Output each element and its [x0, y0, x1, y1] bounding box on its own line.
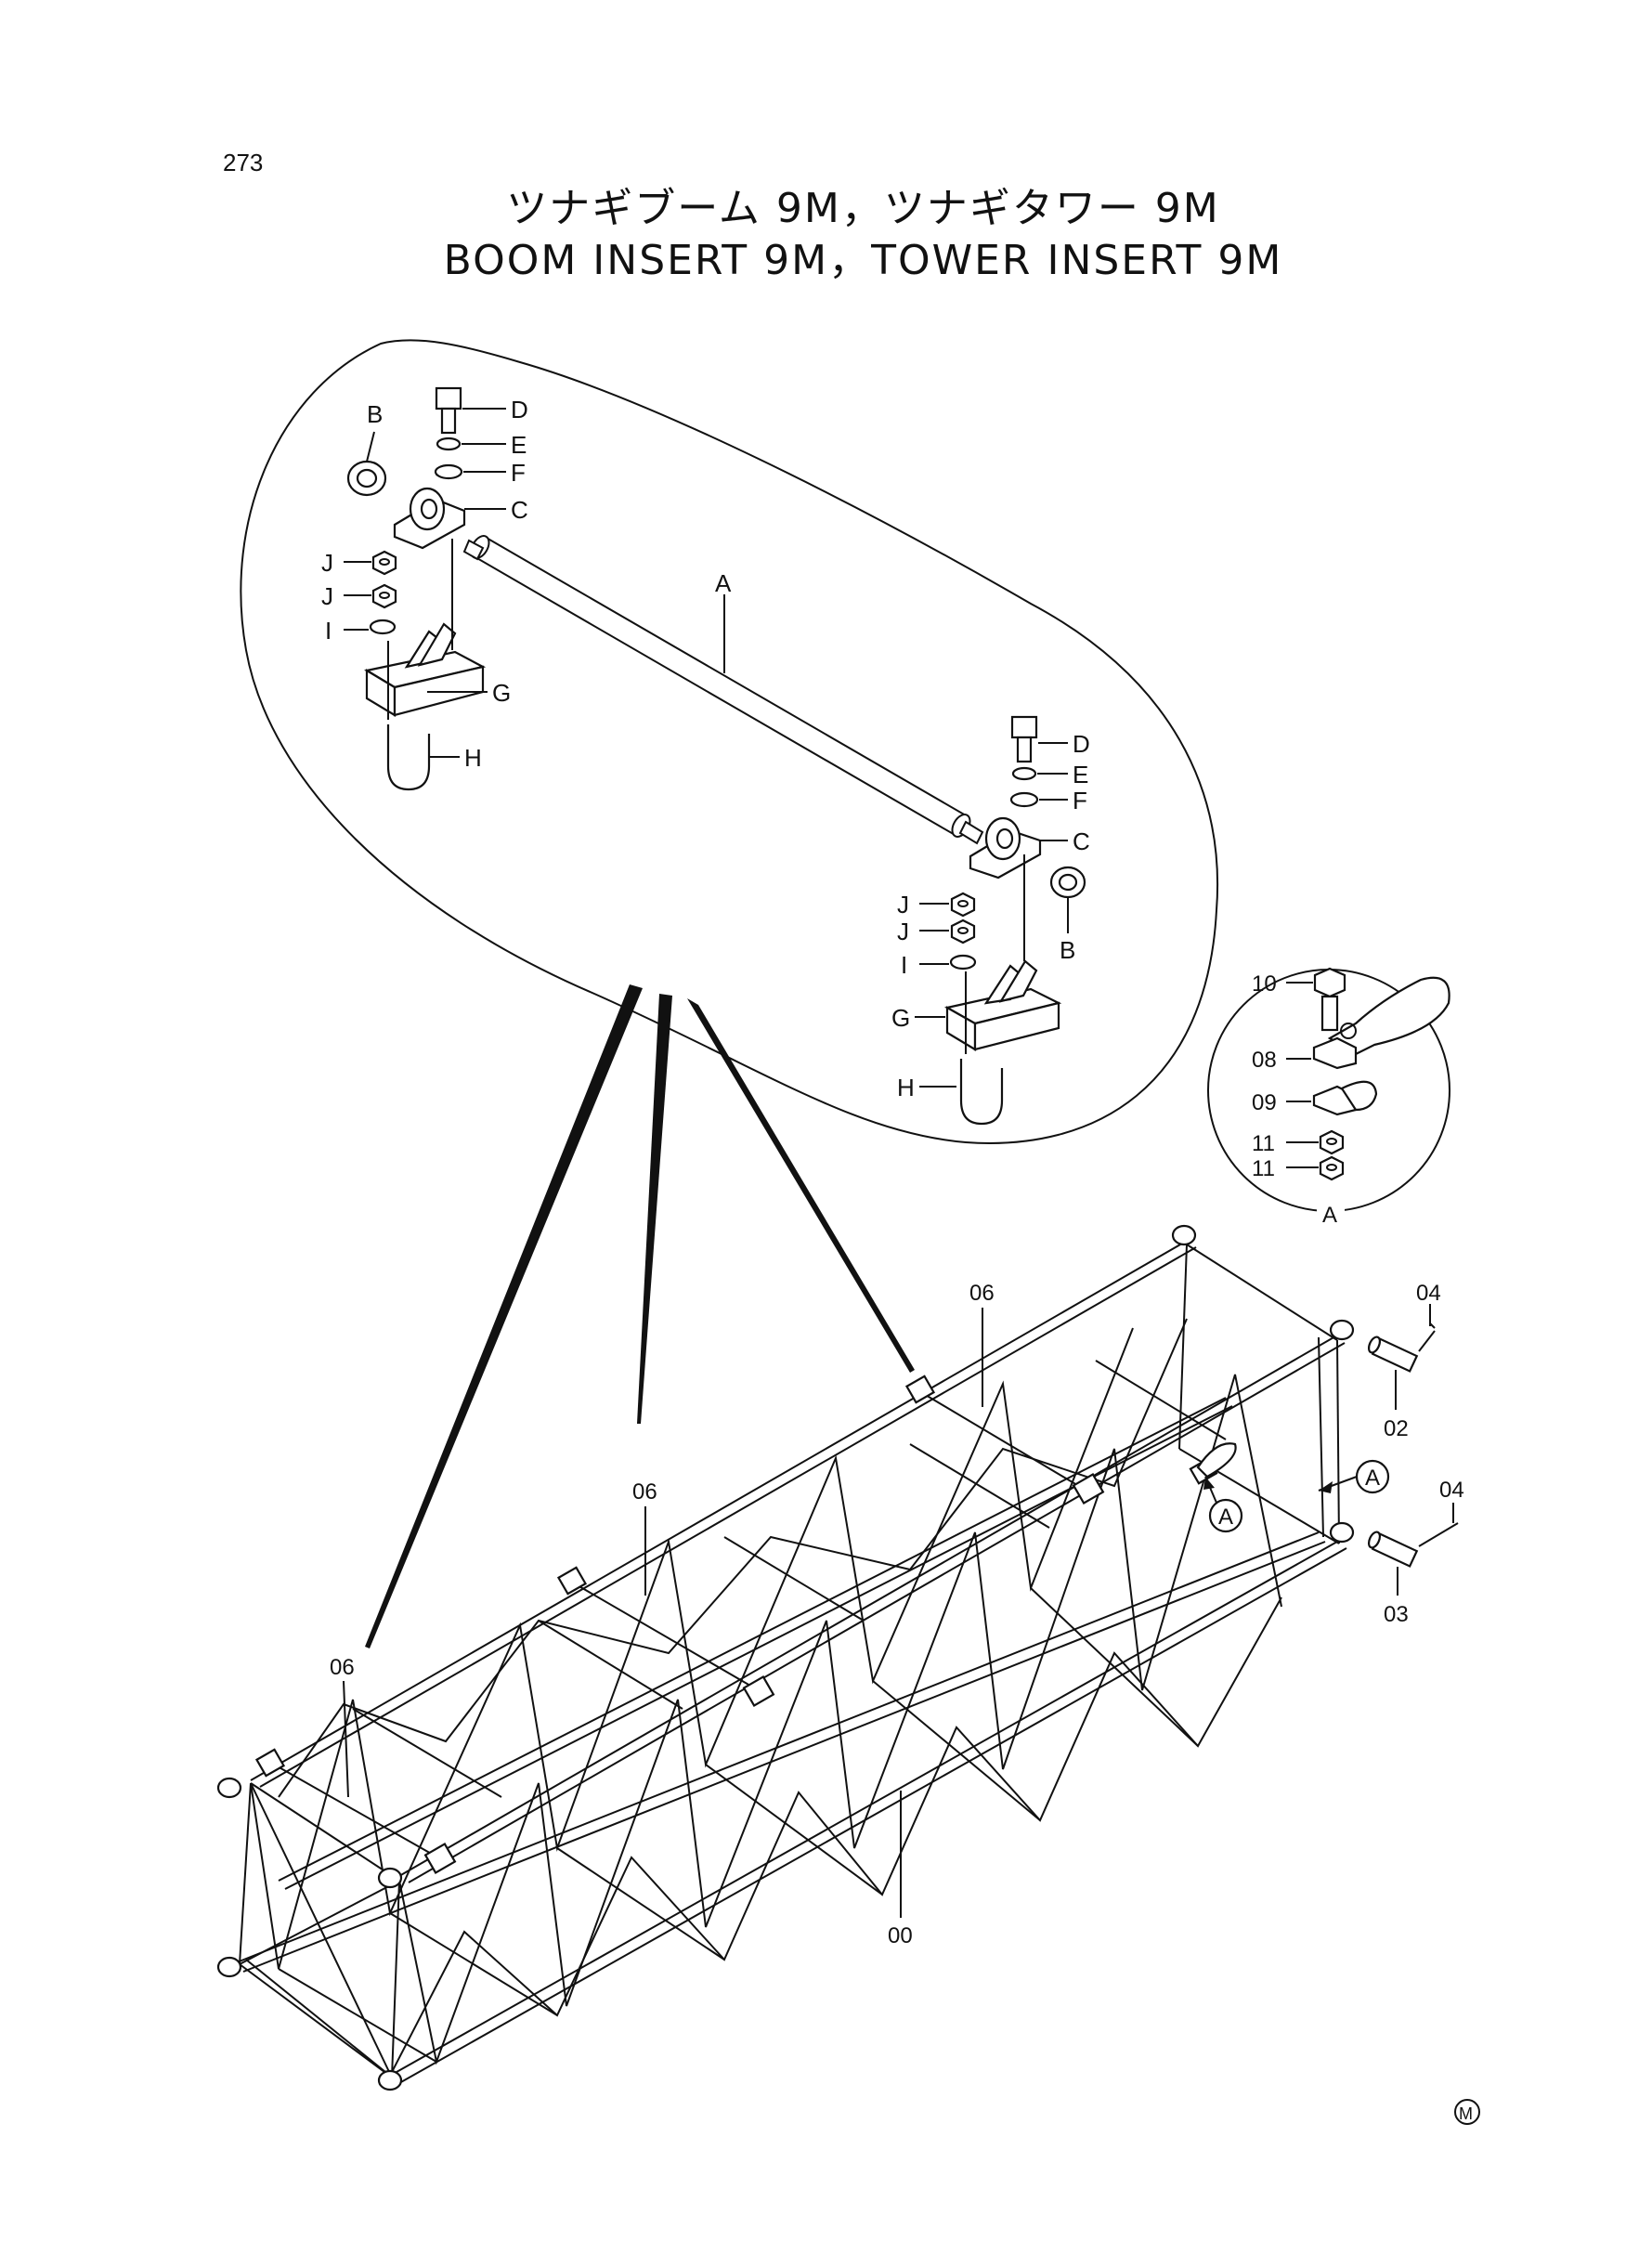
- bolt-icon: [1010, 715, 1038, 763]
- label-assembly-a: A: [715, 569, 732, 597]
- page-number: 273: [223, 149, 264, 176]
- label-right-g: G: [891, 1004, 910, 1032]
- label-circle-11b: 11: [1252, 1156, 1275, 1181]
- m-mark-label: M: [1459, 2104, 1473, 2123]
- label-circle-10: 10: [1252, 971, 1277, 997]
- leader-wedges: [365, 984, 915, 1648]
- clamp-icon: [1049, 866, 1086, 899]
- bolt-icon: [1313, 967, 1346, 1032]
- bearing-icon: [969, 816, 1042, 879]
- label-right-h: H: [897, 1074, 915, 1101]
- upper-detail: A D E F C: [240, 339, 1218, 1144]
- label-ref-a-2: A: [1218, 1505, 1233, 1530]
- bolt-icon: [435, 386, 462, 435]
- label-support-06-left: 06: [330, 1655, 355, 1680]
- detail-capsule-outline: [240, 339, 1218, 1144]
- bracket-icon: [364, 622, 487, 717]
- nut-icon: [1319, 1129, 1345, 1155]
- label-left-j1: J: [321, 549, 333, 577]
- label-support-06-right: 06: [969, 1281, 995, 1306]
- label-right-e: E: [1073, 761, 1088, 788]
- title-english: BOOM INSERT 9M，TOWER INSERT 9M: [443, 237, 1283, 284]
- label-left-i: I: [325, 617, 332, 645]
- lattice-fittings: [216, 1224, 1355, 2091]
- lock-washer-icon: [1011, 766, 1037, 781]
- shaft-a: [462, 535, 984, 845]
- label-left-d: D: [511, 396, 528, 423]
- label-right-j2: J: [897, 918, 909, 945]
- label-right-b: B: [1060, 936, 1075, 964]
- nut-icon: [371, 583, 397, 609]
- label-left-c: C: [511, 496, 528, 524]
- label-right-j1: J: [897, 891, 909, 919]
- label-left-f: F: [511, 459, 526, 487]
- lock-washer-icon: [436, 436, 462, 451]
- nut-icon: [371, 550, 397, 576]
- left-end-parts: D E F C B: [321, 386, 528, 791]
- label-cotter-04-bottom: 04: [1439, 1478, 1464, 1503]
- pin-icon: [1367, 1335, 1419, 1373]
- label-circle-09: 09: [1252, 1090, 1277, 1115]
- label-left-j2: J: [321, 582, 333, 610]
- bearing-icon: [393, 487, 466, 550]
- label-right-c: C: [1073, 827, 1090, 855]
- washer-icon: [434, 463, 463, 480]
- label-section-00: 00: [888, 1923, 913, 1948]
- m-mark: M: [1454, 2099, 1480, 2125]
- pin-parts: 02 04 03 04: [1367, 1281, 1464, 1627]
- clamp-icon: [1312, 1080, 1378, 1116]
- pin-icon: [1367, 1531, 1419, 1568]
- lattice-boom-section: [236, 1240, 1347, 2084]
- label-left-g: G: [492, 679, 511, 707]
- label-right-d: D: [1073, 730, 1090, 758]
- label-left-h: H: [464, 744, 482, 772]
- label-pin-03: 03: [1384, 1602, 1409, 1627]
- main-callouts: 06 06 06 00: [330, 1281, 995, 1948]
- label-support-06-middle: 06: [632, 1479, 657, 1505]
- label-pin-02: 02: [1384, 1416, 1409, 1441]
- label-ref-a-1: A: [1365, 1466, 1380, 1491]
- nut-icon: [1319, 1155, 1345, 1181]
- circle-detail-a: 10 08 09 11 11 A: [1207, 967, 1450, 1228]
- clamp-icon: [1312, 976, 1450, 1070]
- clamp-icon: [346, 460, 387, 497]
- bracket-icon: [943, 959, 1062, 1051]
- washer-icon: [949, 954, 977, 971]
- label-cotter-04-top: 04: [1416, 1281, 1441, 1306]
- label-circle-a: A: [1322, 1203, 1337, 1228]
- label-left-b: B: [367, 400, 383, 428]
- washer-icon: [369, 619, 397, 635]
- label-left-e: E: [511, 431, 527, 459]
- u-bolt-icon: [959, 1059, 1004, 1126]
- reference-a-markers: A A: [1196, 1442, 1390, 1533]
- washer-icon: [1009, 791, 1039, 808]
- right-end-parts: D E F C B J: [891, 715, 1090, 1126]
- label-circle-11a: 11: [1252, 1131, 1275, 1156]
- label-right-f: F: [1073, 787, 1087, 814]
- label-circle-08: 08: [1252, 1048, 1277, 1073]
- label-right-i: I: [901, 951, 907, 979]
- nut-icon: [950, 892, 976, 918]
- u-bolt-icon: [386, 724, 431, 791]
- title-japanese: ツナギブーム 9M，ツナギタワー 9M: [506, 185, 1220, 232]
- nut-icon: [950, 919, 976, 945]
